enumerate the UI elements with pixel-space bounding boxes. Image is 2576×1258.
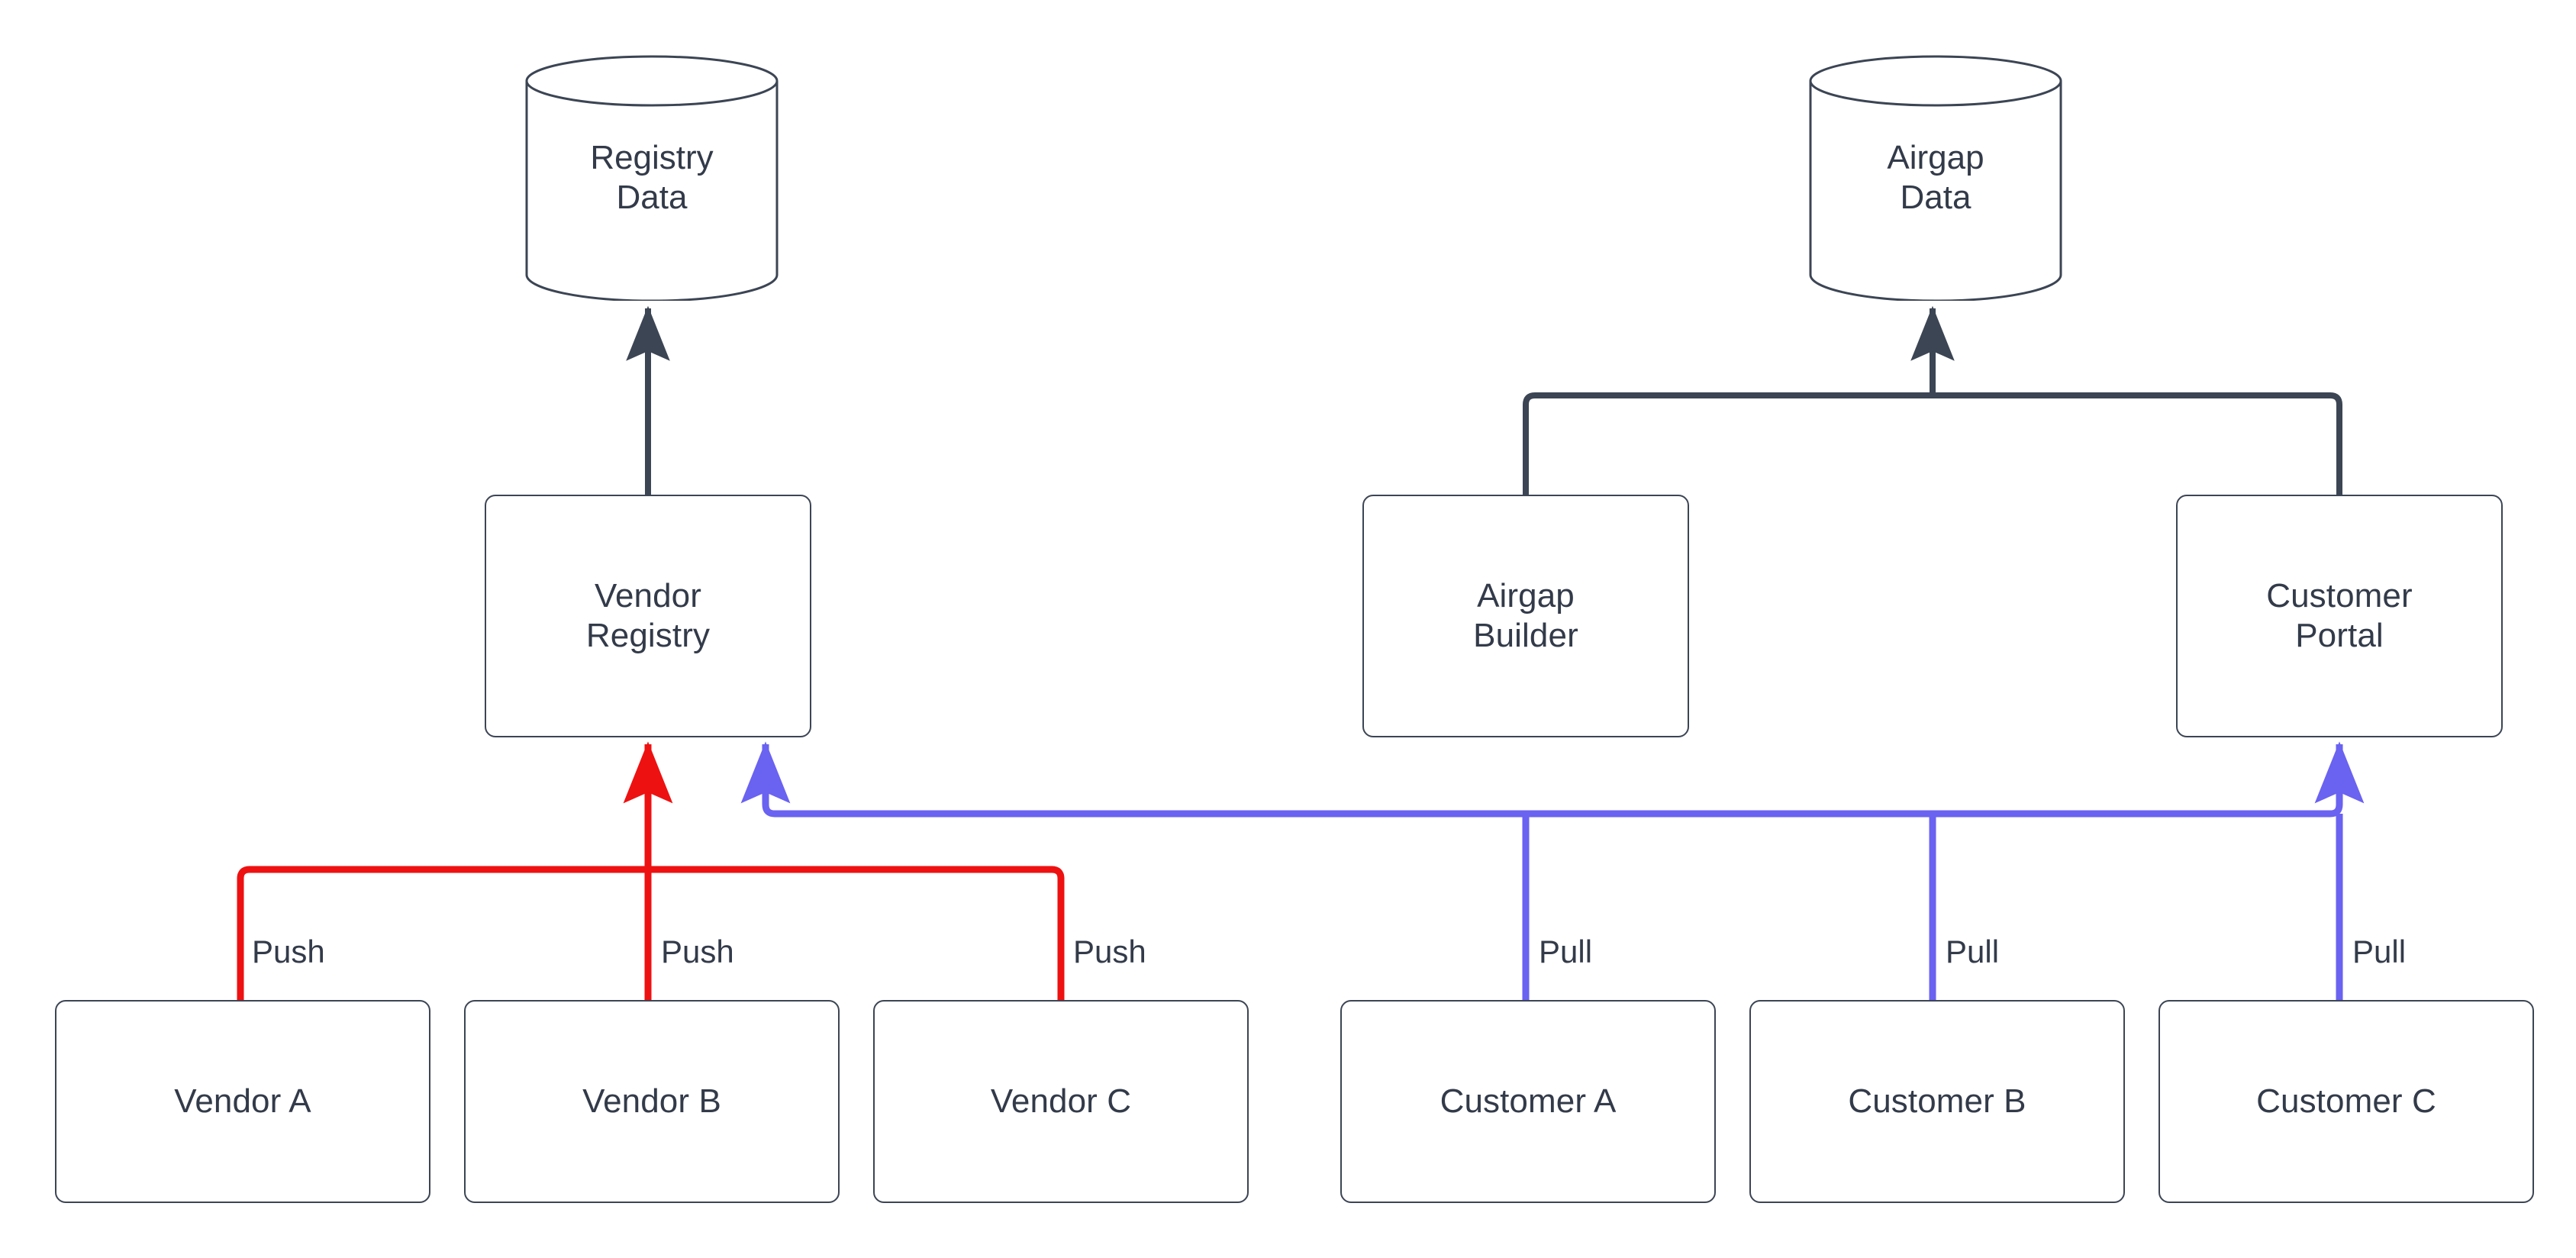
node-customer-c[interactable]: Customer C [2158,1000,2534,1203]
node-label-customer-b: Customer B [1848,1082,2026,1121]
node-label-customer-a: Customer A [1440,1082,1617,1121]
edge-pull-bus [762,744,2343,818]
store-airgap-data[interactable]: Airgap Data [1809,55,2062,301]
edge-label-pull-customer-a: Pull [1539,934,1593,969]
node-airgap-builder[interactable]: Airgap Builder [1362,495,1689,737]
edge-label-pull-customer-b: Pull [1946,934,2000,969]
node-label-vendor-c: Vendor C [990,1082,1132,1121]
node-label-airgap-builder: Airgap Builder [1473,577,1578,654]
node-label-customer-c: Customer C [2256,1082,2436,1121]
node-customer-a[interactable]: Customer A [1340,1000,1716,1203]
node-customer-b[interactable]: Customer B [1749,1000,2125,1203]
edge-airgap-bus [1523,392,2342,495]
edge-label-push-vendor-c: Push [1073,934,1146,969]
node-label-vendor-registry: Vendor Registry [585,577,711,654]
node-vendor-b[interactable]: Vendor B [464,1000,840,1203]
edge-label-pull-customer-c: Pull [2352,934,2407,969]
edge-label-push-vendor-b: Push [661,934,734,969]
node-vendor-c[interactable]: Vendor C [873,1000,1249,1203]
edge-label-push-vendor-a: Push [252,934,325,969]
store-label-registry-data: Registry Data [590,139,714,216]
node-vendor-a[interactable]: Vendor A [55,1000,430,1203]
store-label-airgap-data: Airgap Data [1887,139,1984,216]
store-registry-data[interactable]: Registry Data [525,55,779,301]
node-label-vendor-a: Vendor A [174,1082,311,1121]
node-label-customer-portal: Customer Portal [2266,577,2413,654]
node-label-vendor-b: Vendor B [582,1082,721,1121]
node-customer-portal[interactable]: Customer Portal [2176,495,2503,737]
cylinder-shape-registry-data [525,55,779,301]
cylinder-shape-airgap-data [1809,55,2062,301]
node-vendor-registry[interactable]: Vendor Registry [485,495,811,737]
